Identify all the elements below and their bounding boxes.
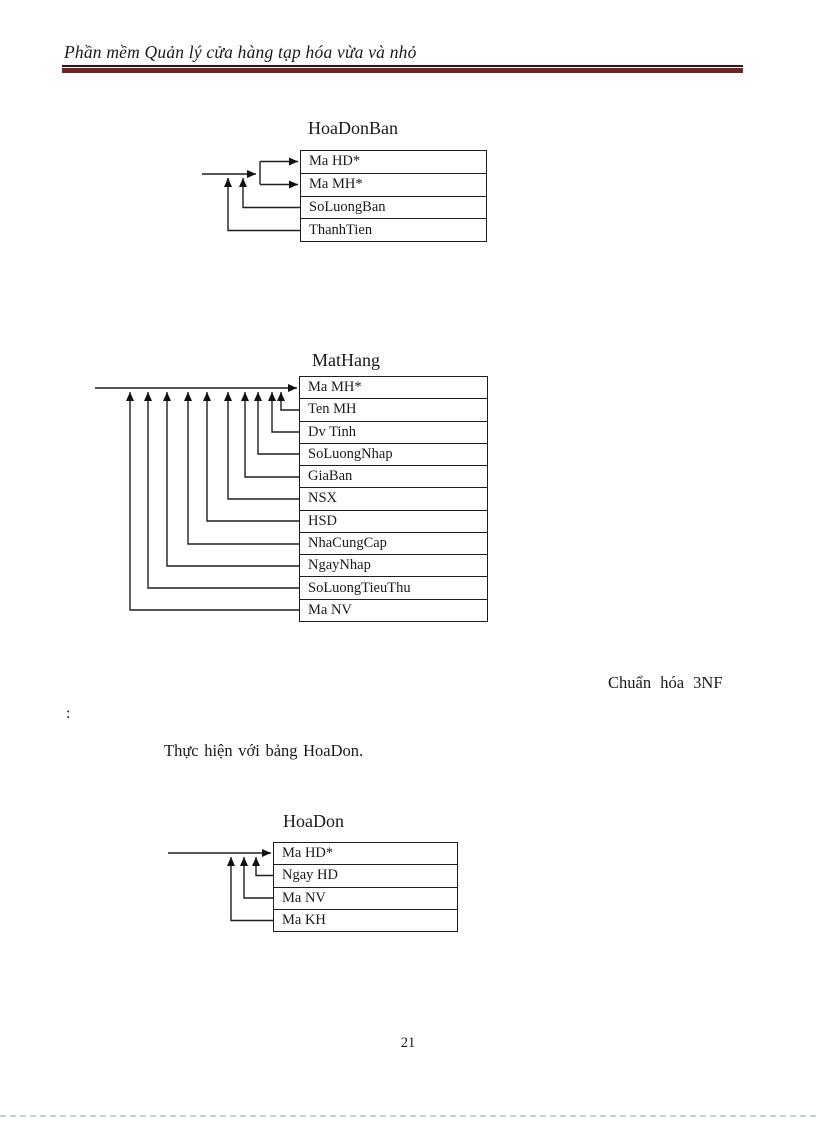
normalization-3nf-label: Chuẩn hóa 3NF (608, 673, 723, 692)
fd-dependent-arrow (224, 178, 300, 232)
hoadon-fd-arrows (168, 849, 273, 922)
schema-table-hoadonban: Ma HD* Ma MH* SoLuongBan ThanhTien (300, 150, 487, 242)
fd-dependent-arrow (268, 392, 299, 433)
fd-dependent-arrow (144, 392, 299, 589)
fd-dependent-arrow (241, 392, 299, 478)
fd-dependent-arrow (126, 392, 299, 611)
fd-dependent-arrow (277, 392, 299, 411)
schema-table-mathang: Ma MH* Ten MH Dv Tinh SoLuongNhap GiaBan… (299, 376, 488, 622)
table-row: NSX (300, 487, 487, 509)
header-rule-thick (62, 68, 743, 73)
bottom-dotted-rule (0, 1115, 816, 1117)
diagram-title-mathang: MatHang (312, 350, 380, 370)
table-row: Ma MH* (301, 172, 486, 196)
fd-dependent-arrow (184, 392, 299, 545)
diagram-title-hoadon: HoaDon (283, 811, 344, 831)
table-row: Ma HD* (282, 845, 334, 862)
mathang-fd-arrows (95, 384, 299, 611)
hoadonban-fd-arrows (202, 157, 300, 232)
table-row: Ma NV (300, 598, 487, 621)
header-rule-thin (62, 65, 743, 67)
fd-dependent-arrow (240, 857, 273, 899)
table-row: SoLuongTieuThu (300, 576, 487, 598)
table-row: HSD (300, 509, 487, 532)
page-number: 21 (400, 1035, 416, 1051)
table-row: Ma NV (274, 886, 457, 909)
table-row: GiaBan (300, 465, 487, 487)
diagram-title-hoadonban: HoaDonBan (308, 118, 398, 138)
table-row: Ten MH (300, 398, 487, 420)
table-row: ThanhTien (301, 218, 486, 241)
table-row: Dv Tinh (300, 420, 487, 443)
table-row: Ma KH (274, 908, 457, 931)
fd-dependent-arrow (227, 857, 273, 922)
header-rule (62, 65, 743, 73)
table-row: Ma MH* (308, 379, 362, 396)
table-row: Ma HD* (309, 153, 361, 170)
colon-text: : (66, 705, 71, 722)
fd-dependent-arrow (163, 392, 299, 567)
fd-dependent-arrow (203, 392, 299, 522)
instruction-text: Thực hiện với bảng HoaDon. (164, 741, 364, 760)
fd-dependent-arrow (239, 178, 300, 209)
table-row: NhaCungCap (300, 531, 487, 554)
schema-table-hoadon: Ma HD* Ngay HD Ma NV Ma KH (273, 842, 458, 932)
fd-dependent-arrow (254, 392, 299, 455)
table-row: SoLuongBan (301, 195, 486, 219)
table-row: NgayNhap (300, 554, 487, 576)
fd-dependent-arrow (252, 857, 273, 877)
header-title: Phần mềm Quản lý cửa hàng tạp hóa vừa và… (64, 42, 417, 62)
table-row: Ngay HD (274, 864, 457, 886)
fd-dependent-arrow (224, 392, 299, 500)
table-row: SoLuongNhap (300, 442, 487, 465)
